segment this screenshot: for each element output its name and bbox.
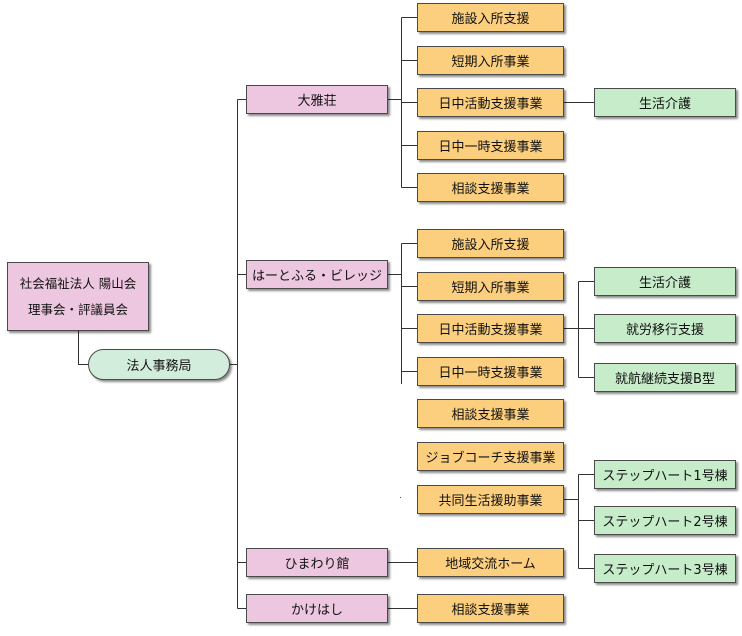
service-label: 日中一時支援事業 bbox=[438, 366, 543, 381]
facility-kakehashi: かけはし bbox=[246, 594, 388, 623]
service-label: 相談支援事業 bbox=[451, 182, 530, 197]
service-box: ジョブコーチ支援事業 bbox=[417, 442, 564, 471]
service-box: 日中活動支援事業 bbox=[417, 314, 564, 343]
subservice-label: 生活介護 bbox=[638, 276, 691, 291]
subservice-box: 生活介護 bbox=[594, 267, 736, 296]
subservice-box: ステップハート2号棟 bbox=[594, 506, 736, 535]
office-label: 法人事務局 bbox=[126, 359, 192, 374]
root-line2: 理事会・評議員会 bbox=[27, 301, 128, 317]
subservice-label: ステップハート3号棟 bbox=[602, 563, 728, 578]
service-label: 日中一時支援事業 bbox=[438, 140, 543, 155]
subservice-box: 就航継続支援B型 bbox=[594, 363, 736, 392]
service-box: 日中一時支援事業 bbox=[417, 131, 564, 160]
facility-heartful-village: はーとふる・ビレッジ bbox=[246, 260, 388, 289]
facility-himawarikan: ひまわり館 bbox=[246, 548, 388, 577]
service-box: 相談支援事業 bbox=[417, 594, 564, 623]
service-label: 相談支援事業 bbox=[451, 408, 530, 423]
facility-label: はーとふる・ビレッジ bbox=[251, 269, 382, 284]
subservice-box: ステップハート3号棟 bbox=[594, 554, 736, 583]
service-label: 日中活動支援事業 bbox=[438, 323, 543, 338]
service-label: 共同生活援助事業 bbox=[438, 494, 543, 509]
facility-label: 大雅荘 bbox=[297, 94, 337, 109]
service-label: 短期入所事業 bbox=[451, 281, 530, 296]
root-board-box: 社会福祉法人 陽山会 理事会・評議員会 bbox=[7, 262, 149, 331]
subservice-label: 就労移行支援 bbox=[625, 323, 704, 338]
service-box: 日中活動支援事業 bbox=[417, 88, 564, 117]
facility-label: かけはし bbox=[290, 603, 343, 618]
service-label: 短期入所事業 bbox=[451, 55, 530, 70]
service-label: 地域交流ホーム bbox=[445, 557, 536, 572]
subservice-box: 生活介護 bbox=[594, 88, 736, 117]
subservice-label: ステップハート1号棟 bbox=[602, 469, 728, 484]
service-label: 日中活動支援事業 bbox=[438, 97, 543, 112]
subservice-label: 生活介護 bbox=[638, 97, 691, 112]
service-label: ジョブコーチ支援事業 bbox=[425, 451, 556, 466]
facility-label: ひまわり館 bbox=[284, 557, 350, 572]
service-box: 施設入所支援 bbox=[417, 3, 564, 32]
service-label: 施設入所支援 bbox=[451, 238, 530, 253]
root-line1: 社会福祉法人 陽山会 bbox=[19, 275, 137, 291]
service-box: 相談支援事業 bbox=[417, 399, 564, 428]
office-node: 法人事務局 bbox=[88, 349, 230, 380]
service-box: 相談支援事業 bbox=[417, 173, 564, 202]
service-box: 短期入所事業 bbox=[417, 272, 564, 301]
subservice-box: 就労移行支援 bbox=[594, 314, 736, 343]
service-label: 相談支援事業 bbox=[451, 603, 530, 618]
subservice-box: ステップハート1号棟 bbox=[594, 460, 736, 489]
service-box: 施設入所支援 bbox=[417, 229, 564, 258]
service-box: 短期入所事業 bbox=[417, 46, 564, 75]
subservice-label: ステップハート2号棟 bbox=[602, 515, 728, 530]
facility-taigaso: 大雅荘 bbox=[246, 85, 388, 114]
service-box: 地域交流ホーム bbox=[417, 548, 564, 577]
service-box: 共同生活援助事業 bbox=[417, 485, 564, 514]
subservice-label: 就航継続支援B型 bbox=[615, 372, 715, 387]
service-label: 施設入所支援 bbox=[451, 12, 530, 27]
service-box: 日中一時支援事業 bbox=[417, 357, 564, 386]
